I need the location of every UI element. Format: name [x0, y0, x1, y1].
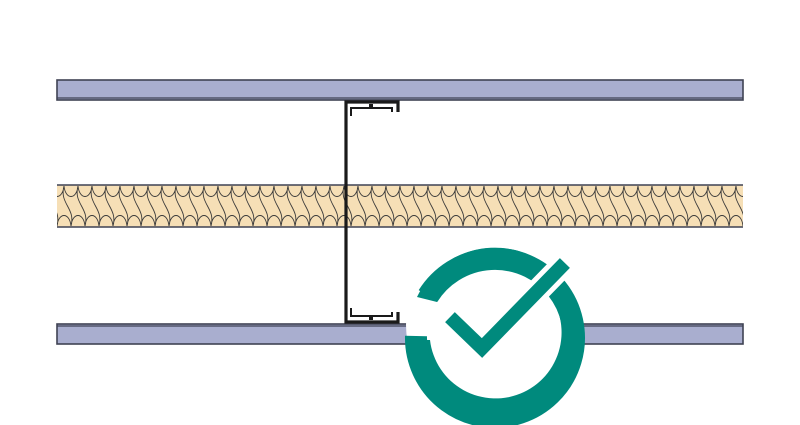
insulation-layer — [57, 184, 743, 228]
metal-stud — [344, 100, 400, 324]
classification-badge: EN & EXAP CLASSIFIED — [404, 237, 585, 425]
bottom-plasterboard — [56, 323, 744, 345]
top-plasterboard — [56, 79, 744, 101]
insulation-pattern — [57, 185, 743, 227]
